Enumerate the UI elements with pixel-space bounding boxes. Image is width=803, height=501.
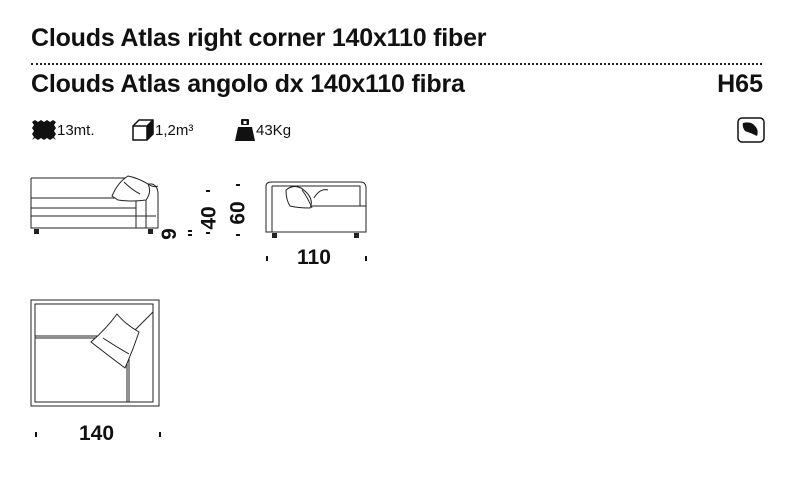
dim-leg-height: 9 (157, 228, 181, 240)
dim-tick (206, 190, 210, 192)
dim-tick (236, 184, 240, 186)
height-code: H65 (717, 70, 763, 98)
dim-width: 140 (79, 422, 115, 445)
dim-back-height: 60 (226, 201, 250, 225)
dim-seat-height: 40 (197, 206, 221, 230)
dim-depth: 110 (297, 246, 331, 269)
dim-tick (266, 256, 268, 261)
fabric-value: 13mt. (57, 121, 95, 139)
fabric-swatch-icon (32, 120, 56, 140)
dim-tick (365, 256, 367, 261)
weight-icon (235, 119, 255, 141)
side-view-drawing (265, 181, 367, 238)
dim-tick (35, 432, 37, 437)
product-title-italian: Clouds Atlas angolo dx 140x110 fibra (31, 70, 465, 98)
plan-view-drawing (30, 299, 160, 407)
fabric-spec: 13mt. (31, 118, 95, 142)
volume-value: 1,2m³ (155, 121, 194, 139)
box-volume-icon (132, 119, 154, 141)
dim-tick (159, 432, 161, 437)
product-title-english: Clouds Atlas right corner 140x110 fiber (31, 24, 487, 52)
dim-tick (188, 230, 192, 232)
dotted-divider (31, 63, 762, 65)
dim-tick (188, 234, 192, 236)
volume-spec: 1,2m³ (131, 118, 193, 142)
dim-tick (206, 232, 210, 234)
cushion-care-icon (737, 117, 765, 143)
dim-tick (236, 234, 240, 236)
front-view-drawing (30, 175, 159, 234)
weight-value: 43Kg (256, 121, 292, 139)
weight-spec: 43Kg (234, 118, 291, 142)
